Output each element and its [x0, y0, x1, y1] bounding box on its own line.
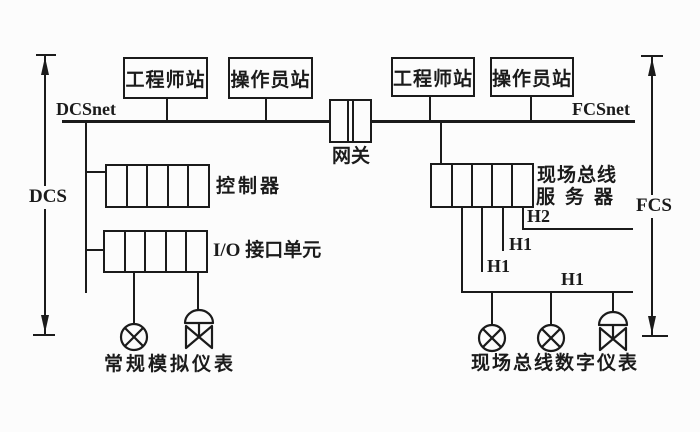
dcs-engineer-station-label: 工程师站 [125, 69, 206, 91]
fieldbus-sensor1-drop-line [491, 293, 493, 325]
module-divider [124, 232, 127, 271]
fcs-operator-station-label: 操作员站 [492, 68, 573, 90]
server-drop-line [440, 122, 442, 163]
fcs-operator-station-box: 操作员站 [490, 57, 574, 97]
h1-bus-label: H1 [561, 269, 585, 289]
fcsnet-label: FCSnet [572, 99, 630, 119]
fieldbus-server-label-line2: 服务器 [536, 187, 624, 208]
dcs-engineer-station-drop-line [166, 99, 168, 122]
gateway-label: 网关 [331, 146, 370, 167]
fieldbus-sensor2-icon [536, 323, 566, 353]
fieldbus-valve-drop-line [612, 293, 614, 313]
fieldbus-instruments-label: 现场总线数字仪表 [471, 353, 640, 374]
analog-valve-icon [183, 308, 215, 350]
dcs-operator-station-drop-line [265, 99, 267, 122]
dcs-operator-station-label: 操作员站 [230, 69, 311, 91]
dcs-engineer-station-box: 工程师站 [123, 57, 208, 99]
dcs-system-label: DCS [21, 186, 75, 209]
io-unit-label: I/O 接口单元 [213, 240, 322, 261]
h1-bus-line [462, 291, 633, 293]
fcs-bracket-down-arrow-icon [648, 316, 656, 334]
h1-segment-line-middle [481, 208, 483, 272]
controller-label: 控制器 [216, 176, 283, 197]
fcs-engineer-station-label: 工程师站 [393, 68, 474, 90]
analog-sensor-icon [119, 322, 149, 352]
dcs-bracket-down-arrow-icon [41, 315, 49, 333]
controller-stub-line [86, 171, 105, 173]
fcs-bracket-up-arrow-icon [648, 58, 656, 76]
module-divider [164, 232, 167, 271]
gateway-divider [347, 101, 349, 141]
gateway-box [329, 99, 372, 143]
h2-label: H2 [527, 206, 551, 226]
fcs-operator-station-drop-line [530, 97, 532, 122]
fieldbus-sensor1-icon [477, 323, 507, 353]
module-divider [166, 166, 169, 206]
module-divider [491, 165, 493, 206]
fcs-engineer-station-drop-line [429, 97, 431, 122]
module-divider [146, 166, 149, 206]
module-divider [186, 166, 189, 206]
dcsnet-bus-line [62, 120, 329, 123]
fcs-engineer-station-box: 工程师站 [391, 57, 475, 97]
io-unit-module-box [103, 230, 208, 273]
module-divider [126, 166, 129, 206]
fieldbus-valve-icon [597, 310, 629, 352]
io-unit-stub-line [86, 249, 103, 251]
h1-trunk-line [461, 208, 463, 293]
fieldbus-server-module-box [430, 163, 534, 208]
fieldbus-sensor2-drop-line [550, 293, 552, 325]
h1-upper-label: H1 [509, 234, 533, 254]
module-divider [471, 165, 473, 206]
h2-drop-line [522, 208, 524, 230]
module-divider [511, 165, 513, 206]
dcs-bracket-bottom-bar [33, 334, 55, 336]
fcs-system-label: FCS [627, 195, 681, 218]
dcsnet-label: DCSnet [56, 99, 117, 119]
h2-bus-line [523, 228, 633, 230]
dcs-branch-line [85, 122, 87, 293]
dcs-bracket-up-arrow-icon [41, 57, 49, 75]
module-divider [451, 165, 453, 206]
module-divider [184, 232, 187, 271]
fcs-bracket-bottom-bar [642, 335, 668, 337]
h1-segment-line-upper [502, 208, 504, 251]
analog-instruments-label: 常规模拟仪表 [104, 354, 237, 375]
h1-middle-label: H1 [487, 256, 511, 276]
fieldbus-server-label-line1: 现场总线 [537, 165, 618, 186]
analog-sensor-drop-line [133, 273, 135, 324]
gateway-divider [352, 101, 354, 141]
analog-valve-drop-line [197, 273, 199, 311]
dcs-bracket-top-bar [36, 54, 56, 56]
controller-module-box [105, 164, 210, 208]
module-divider [144, 232, 147, 271]
dcs-operator-station-box: 操作员站 [228, 57, 313, 99]
fcsnet-bus-line [372, 120, 635, 123]
fcs-bracket-top-bar [641, 55, 663, 57]
